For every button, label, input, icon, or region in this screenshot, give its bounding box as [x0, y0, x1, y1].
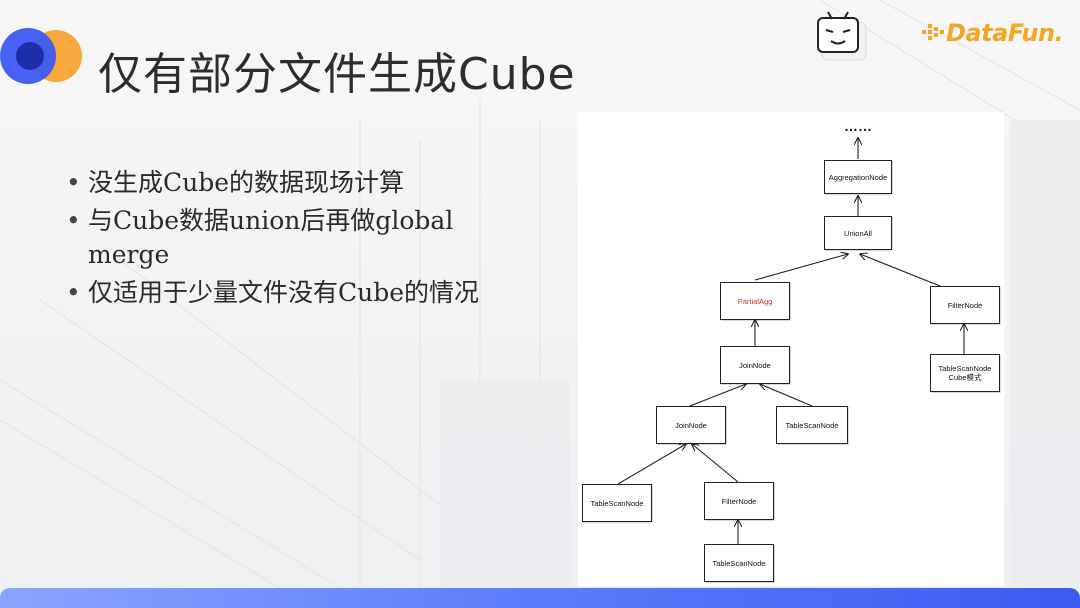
node-tablescan-left: TableScanNode: [582, 484, 652, 522]
edge-joinlower-to-joinupper: [689, 384, 746, 407]
edge-partialagg-to-union: [754, 254, 848, 281]
edge-filter-to-union: [860, 254, 941, 287]
edge-tablescanmid-to-joinupper: [760, 384, 813, 407]
node-join-lower: JoinNode: [656, 406, 726, 444]
mascot-tv-icon: [817, 11, 867, 61]
node-join-upper: JoinNode: [720, 346, 790, 384]
bullet-item: 仅适用于少量文件没有Cube的情况: [66, 276, 536, 310]
node-aggregation: AggregationNode: [824, 160, 892, 194]
slide-title: 仅有部分文件生成Cube: [98, 49, 576, 100]
bullet-item: 与Cube数据union后再做global merge: [66, 204, 536, 272]
plan-tree-diagram: …… AggregationNode UnionAll PartialAgg F…: [578, 112, 1004, 586]
edge-filterlower-to-joinlower: [692, 444, 739, 483]
diagram-edges: [617, 112, 1004, 544]
node-partial-agg: PartialAgg: [720, 282, 790, 320]
bullet-list: 没生成Cube的数据现场计算 与Cube数据union后再做global mer…: [66, 166, 536, 314]
node-tablescan-bottom: TableScanNode: [704, 544, 774, 582]
node-filter-right: FilterNode: [930, 286, 1000, 324]
logo-circles: [0, 28, 82, 84]
brand-logo: DataFun.: [922, 16, 1064, 50]
brand-dots-icon: [922, 24, 944, 40]
brand-name: DataFun.: [946, 19, 1064, 47]
node-tablescan-cube: TableScanNode Cube模式: [930, 354, 1000, 392]
bottom-accent-bar: [0, 588, 1080, 608]
node-union-all: UnionAll: [824, 216, 892, 250]
edge-tablescanleft-to-joinlower: [617, 444, 686, 485]
top-ellipsis: ……: [844, 118, 872, 134]
bullet-item: 没生成Cube的数据现场计算: [66, 166, 536, 200]
node-tablescan-mid: TableScanNode: [776, 406, 848, 444]
node-filter-lower: FilterNode: [704, 482, 774, 520]
